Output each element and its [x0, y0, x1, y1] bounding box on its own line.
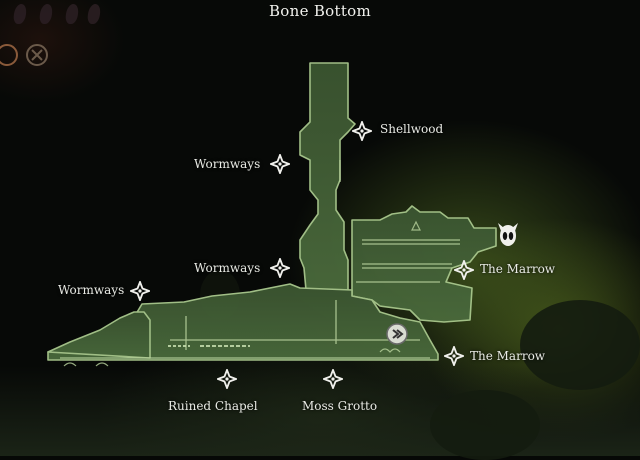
background-mound [430, 390, 540, 460]
four-point-star-icon[interactable] [270, 154, 290, 174]
map-shaft [299, 62, 356, 291]
four-point-star-icon[interactable] [217, 369, 237, 389]
four-point-star-icon[interactable] [323, 369, 343, 389]
arrow-disc-icon [386, 323, 408, 345]
exit-label-moss-grotto[interactable]: Moss Grotto [302, 399, 378, 413]
exit-label-ruined-chapel[interactable]: Ruined Chapel [168, 399, 258, 413]
exit-label-wormways[interactable]: Wormways [58, 283, 125, 297]
four-point-star-icon[interactable] [454, 260, 474, 280]
map-title: Bone Bottom [268, 2, 372, 20]
exit-label-wormways[interactable]: Wormways [194, 261, 261, 275]
background-pod [520, 300, 640, 390]
four-point-star-icon[interactable] [444, 346, 464, 366]
four-point-star-icon[interactable] [352, 121, 372, 141]
four-point-star-icon[interactable] [270, 258, 290, 278]
exit-label-the-marrow[interactable]: The Marrow [480, 262, 556, 276]
exit-label-the-marrow[interactable]: The Marrow [470, 349, 546, 363]
exit-label-wormways[interactable]: Wormways [194, 157, 261, 171]
exit-label-shellwood[interactable]: Shellwood [380, 122, 444, 136]
tool-ring-icon [0, 44, 18, 66]
map-left-ramp [47, 311, 151, 359]
crossed-tool-icon [26, 44, 48, 66]
horned-mask-icon [498, 223, 518, 246]
four-point-star-icon[interactable] [130, 281, 150, 301]
